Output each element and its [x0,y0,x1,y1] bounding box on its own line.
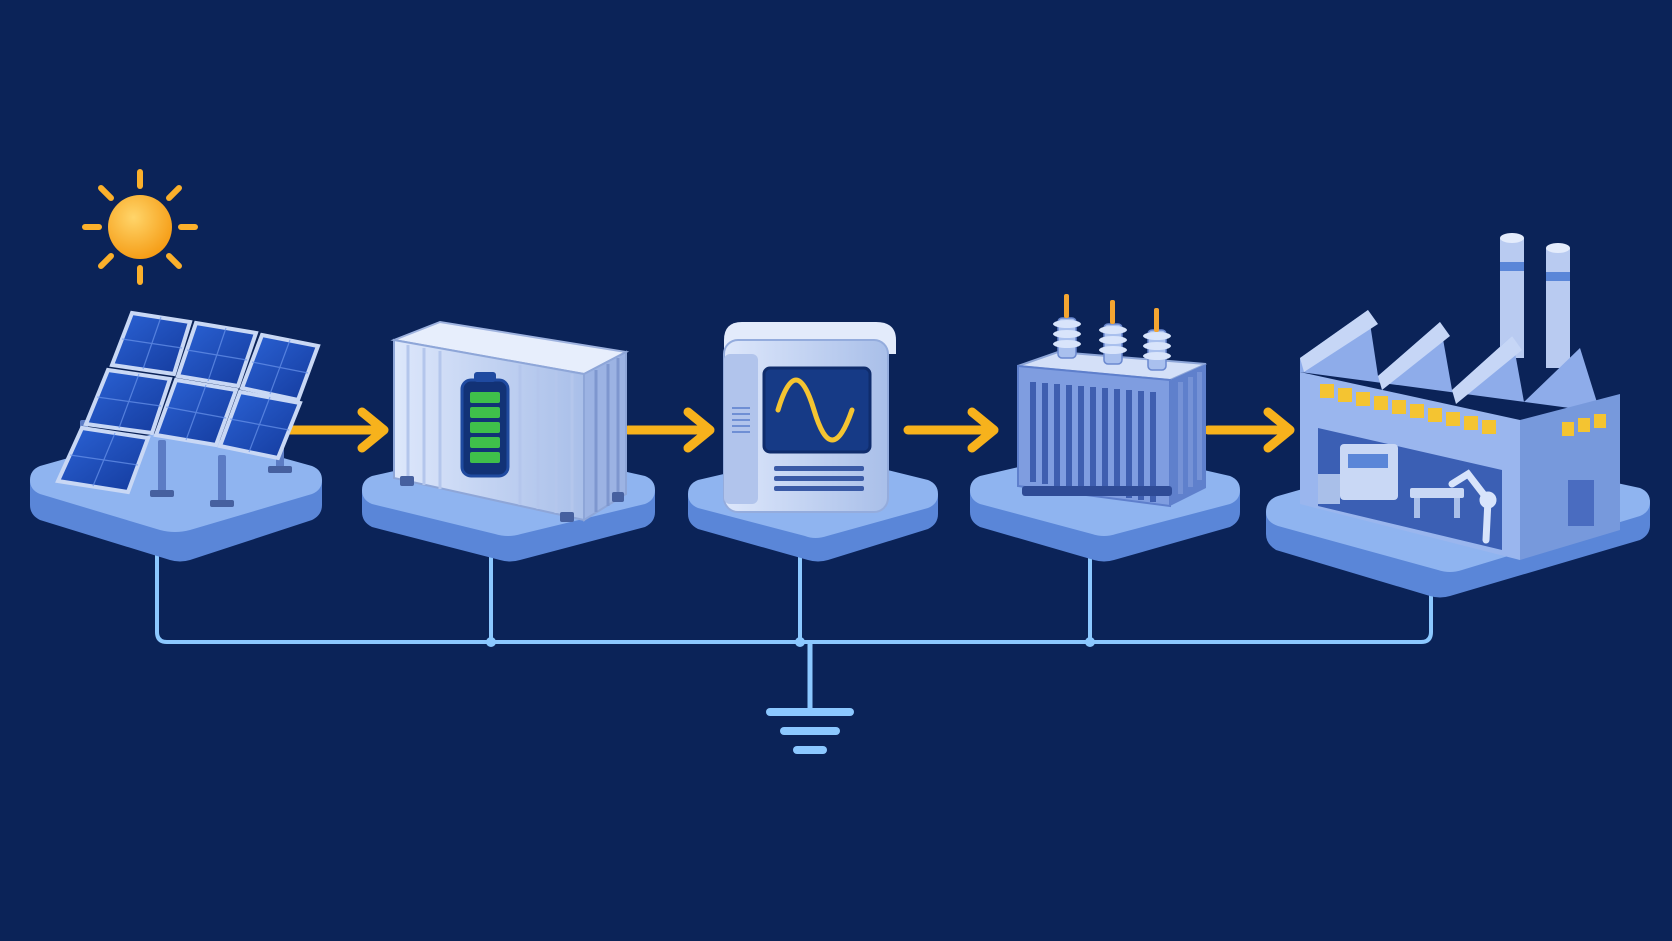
transformer-stage [970,294,1240,562]
bus-wire [155,555,1433,644]
ground-symbol-icon [766,642,854,754]
ac-wave-icon [775,377,855,443]
sun-icon [82,169,198,285]
arrow-icon [283,407,389,453]
robot-arm-icon [1448,469,1497,544]
arrow-icon [623,407,715,453]
solar-panel-icon [55,310,321,507]
chimney [1500,233,1570,368]
transformer-icon [1017,294,1207,508]
solar-array-stage [30,310,322,562]
bus-node [795,637,805,647]
factory-icon [1300,233,1620,560]
factory-machine [1318,444,1464,518]
inverter-stage [688,322,938,562]
bushing-insulator [1053,294,1171,371]
arrow-icon [1203,407,1295,453]
battery-storage-stage [362,320,655,562]
factory-stage [1266,233,1650,598]
battery-container-icon [390,320,630,522]
battery-level-icon [460,372,510,478]
arrow-icon [903,407,999,453]
ground-bus [155,555,1433,754]
power-flow-arrows [283,407,1295,453]
bus-node [486,637,496,647]
inverter-icon [723,322,896,513]
bus-node [1085,637,1095,647]
